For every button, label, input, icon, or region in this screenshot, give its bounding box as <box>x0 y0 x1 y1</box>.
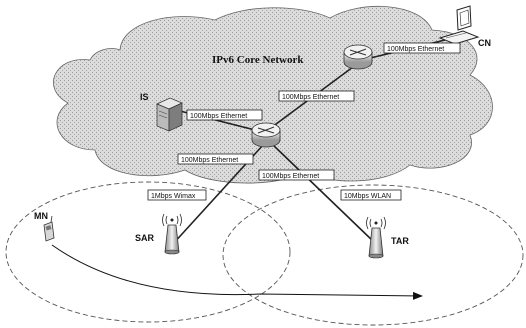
link-label-cn-router: 100Mbps Ethernet <box>383 42 461 54</box>
information-server-icon <box>156 97 183 132</box>
link-label-router-tar: 100Mbps Ethernet <box>258 169 335 181</box>
core-router-middle-icon <box>251 122 281 148</box>
mn-label: MN <box>34 211 48 221</box>
mobile-movement-arrow <box>51 244 423 300</box>
svg-text:10Mbps WLAN: 10Mbps WLAN <box>344 193 391 200</box>
svg-text:100Mbps Ethernet: 100Mbps Ethernet <box>387 46 444 53</box>
tar-label: TAR <box>391 236 409 246</box>
correspondent-node-icon <box>438 5 480 45</box>
svg-text:100Mbps Ethernet: 100Mbps Ethernet <box>181 157 238 164</box>
core-router-top-icon <box>343 44 373 70</box>
is-label: IS <box>140 92 149 102</box>
cell-label-tar: 10Mbps WLAN <box>340 189 402 201</box>
core-network-title: IPv6 Core Network <box>212 54 304 66</box>
link-router-tar <box>271 143 375 243</box>
tar-access-router-icon <box>366 216 386 259</box>
sar-label: SAR <box>135 233 155 243</box>
svg-text:100Mbps Ethernet: 100Mbps Ethernet <box>282 94 339 101</box>
sar-coverage-area <box>5 181 291 323</box>
link-label-router-sar: 100Mbps Ethernet <box>177 153 254 165</box>
cell-label-sar: 1Mbps Wimax <box>147 189 207 201</box>
tar-coverage-area <box>222 184 524 326</box>
svg-text:100Mbps Ethernet: 100Mbps Ethernet <box>262 173 319 180</box>
svg-text:1Mbps Wimax: 1Mbps Wimax <box>151 193 196 200</box>
link-label-router-router: 100Mbps Ethernet <box>278 90 355 102</box>
sar-access-router-icon <box>162 213 182 255</box>
core-network-cloud <box>53 5 493 184</box>
cn-label: CN <box>478 38 491 48</box>
svg-text:100Mbps Ethernet: 100Mbps Ethernet <box>190 113 247 120</box>
link-label-is-router: 100Mbps Ethernet <box>186 109 263 121</box>
mobile-node-icon <box>43 215 55 242</box>
